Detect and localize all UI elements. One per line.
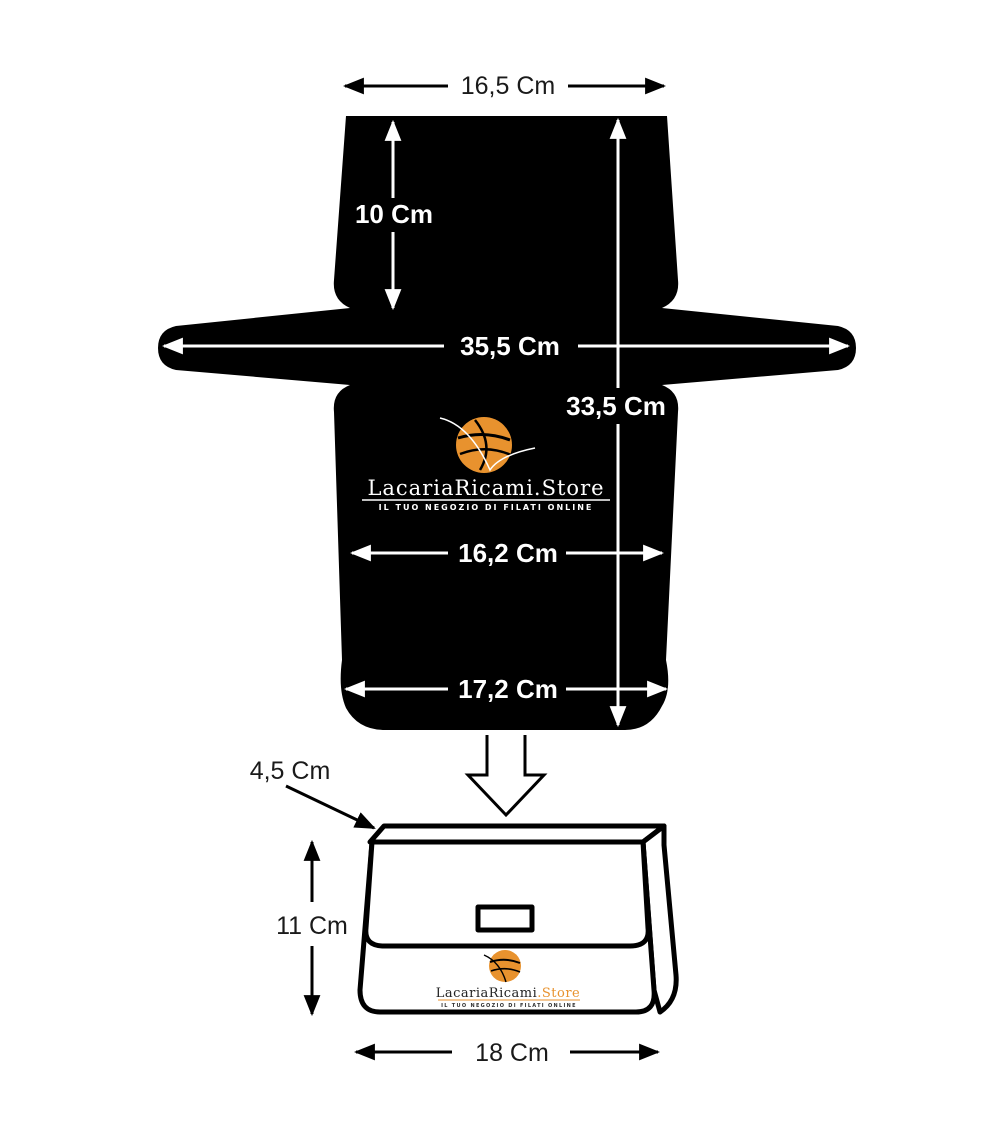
- total-height-dimension: 33,5 Cm: [566, 117, 666, 728]
- pattern-logo-brand: LacariaRicami: [367, 476, 533, 500]
- pattern-logo-tagline: IL TUO NEGOZIO DI FILATI ONLINE: [379, 503, 594, 512]
- pattern-shape: [158, 116, 856, 730]
- neck-height-dimension: 10 Cm: [355, 119, 433, 311]
- bottom-width-dimension: 17,2 Cm: [343, 674, 669, 704]
- height-dimension: 11 Cm: [276, 839, 348, 1017]
- box-logo: LacariaRicami.Store IL TUO NEGOZIO DI FI…: [436, 950, 581, 1009]
- total-height-label: 33,5 Cm: [566, 391, 666, 421]
- body-width-label: 16,2 Cm: [458, 538, 558, 568]
- depth-label: 4,5 Cm: [250, 757, 331, 785]
- box-clasp: [475, 904, 535, 933]
- arm-span-label: 35,5 Cm: [460, 331, 560, 361]
- width-dimension: 18 Cm: [353, 1039, 661, 1067]
- yarn-ball-icon: [439, 417, 536, 473]
- pattern-logo: LacariaRicami.Store IL TUO NEGOZIO DI FI…: [362, 417, 610, 512]
- down-arrow-icon: [464, 735, 548, 818]
- top-width-dimension: 16,5 Cm: [342, 72, 667, 100]
- box-side-face: [640, 823, 679, 1015]
- arm-span-dimension: 35,5 Cm: [161, 331, 851, 361]
- bottom-width-label: 17,2 Cm: [458, 674, 558, 704]
- body-width-dimension: 16,2 Cm: [349, 538, 665, 568]
- svg-text:LacariaRicami.Store: LacariaRicami.Store: [436, 986, 581, 1001]
- width-label: 18 Cm: [475, 1039, 549, 1067]
- box-logo-brand-suffix: .Store: [537, 986, 580, 1001]
- box-logo-tagline: IL TUO NEGOZIO DI FILATI ONLINE: [441, 1003, 577, 1009]
- top-width-label: 16,5 Cm: [461, 72, 555, 100]
- box-logo-brand: LacariaRicami: [436, 986, 538, 1001]
- box-illustration: [357, 823, 679, 1015]
- svg-text:LacariaRicami.Store: LacariaRicami.Store: [367, 476, 604, 500]
- depth-dimension: 4,5 Cm: [250, 757, 376, 830]
- yarn-ball-icon: [483, 950, 521, 983]
- height-label: 11 Cm: [276, 912, 348, 940]
- box-flap: [363, 839, 651, 949]
- neck-height-label: 10 Cm: [355, 199, 433, 229]
- pattern-logo-brand-suffix: .Store: [534, 476, 605, 500]
